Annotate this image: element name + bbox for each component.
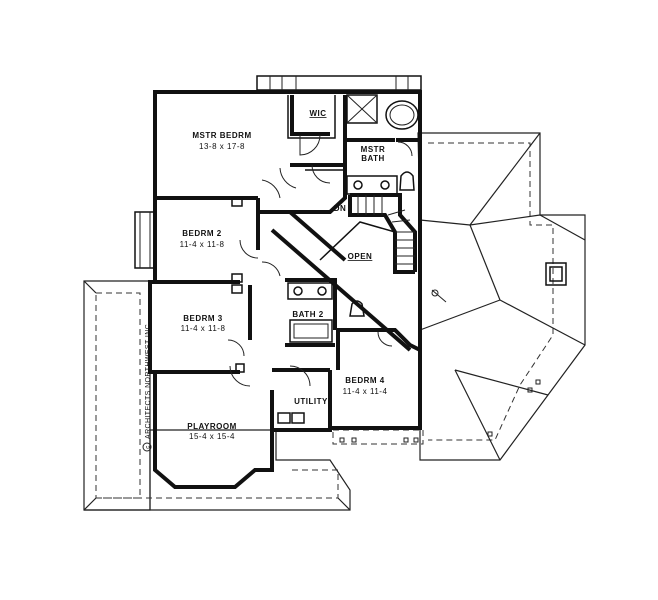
mstr-bedrm-size: 13-8 x 17-8 bbox=[199, 142, 245, 151]
copyright-text: ARCHITECTS NORTHWEST INC. bbox=[145, 322, 152, 439]
playroom-label: PLAYROOM bbox=[187, 422, 237, 431]
mstr-bedrm-label: MSTR BEDRM bbox=[192, 131, 251, 140]
utility-label: UTILITY bbox=[294, 397, 328, 406]
open-label: OPEN bbox=[348, 252, 373, 261]
bedrm2-size: 11-4 x 11-8 bbox=[180, 240, 225, 249]
roof-right bbox=[417, 132, 586, 461]
bedrm2-label: BEDRM 2 bbox=[182, 229, 222, 238]
room-labels: MSTR BEDRM 13-8 x 17-8 WIC MSTR BATH BED… bbox=[180, 109, 388, 441]
door-swings bbox=[227, 134, 413, 387]
mstr-bath-label-1: MSTR bbox=[361, 145, 386, 154]
window-markers bbox=[134, 211, 156, 269]
roof-bottom bbox=[84, 429, 351, 511]
stair-dn-label: DN bbox=[334, 204, 347, 213]
bath2-label: BATH 2 bbox=[292, 310, 323, 319]
bedrm4-label: BEDRM 4 bbox=[345, 376, 385, 385]
mstr-bath-label-2: BATH bbox=[361, 154, 385, 163]
copyright: c ARCHITECTS NORTHWEST INC. bbox=[142, 322, 152, 452]
playroom-size: 15-4 x 15-4 bbox=[189, 432, 235, 441]
bedrm3-size: 11-4 x 11-8 bbox=[181, 324, 226, 333]
roof-left bbox=[83, 280, 151, 511]
exterior-walls bbox=[148, 90, 422, 489]
copyright-mark: c bbox=[146, 445, 152, 448]
bedrm4-size: 11-4 x 11-4 bbox=[343, 387, 388, 396]
top-bay bbox=[256, 75, 422, 91]
wic-label: WIC bbox=[309, 109, 326, 118]
bedrm3-label: BEDRM 3 bbox=[183, 314, 223, 323]
